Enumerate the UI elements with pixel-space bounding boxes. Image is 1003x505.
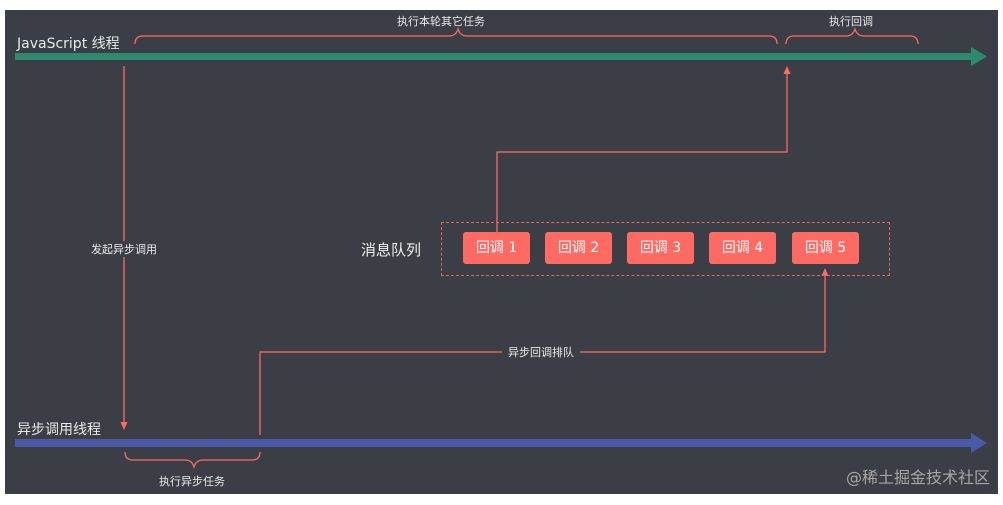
run-other-tasks-label: 执行本轮其它任务: [397, 15, 485, 28]
callback-item-3: 回调 3: [627, 232, 694, 264]
async-thread-label: 异步调用线程: [17, 422, 101, 438]
async-thread-arrow: [15, 433, 987, 453]
watermark: @稀土掘金技术社区: [845, 468, 990, 487]
callback-enqueue-label: 异步回调排队: [502, 344, 580, 360]
run-callback-label: 执行回调: [829, 15, 873, 28]
callback-item-5: 回调 5: [792, 232, 859, 264]
js-thread-arrow: [15, 47, 987, 66]
message-queue-box: [441, 222, 890, 276]
diagram-lines: [15, 26, 987, 470]
message-queue-label: 消息队列: [361, 241, 422, 259]
brace-run-callback: [785, 26, 919, 45]
brace-run-async-task: [124, 451, 261, 470]
connector-dequeue: [496, 66, 791, 232]
js-thread-label: JavaScript 线程: [17, 36, 120, 52]
callback-item-2: 回调 2: [545, 232, 612, 264]
callback-item-4: 回调 4: [709, 232, 776, 264]
start-async-call-label: 发起异步调用: [85, 241, 163, 257]
callback-item-1: 回调 1: [463, 232, 530, 264]
run-async-task-label: 执行异步任务: [159, 475, 225, 488]
brace-run-other-tasks: [134, 26, 778, 45]
diagram-canvas: JavaScript 线程 异步调用线程 执行本轮其它任务 执行回调 发起异步调…: [5, 10, 998, 494]
